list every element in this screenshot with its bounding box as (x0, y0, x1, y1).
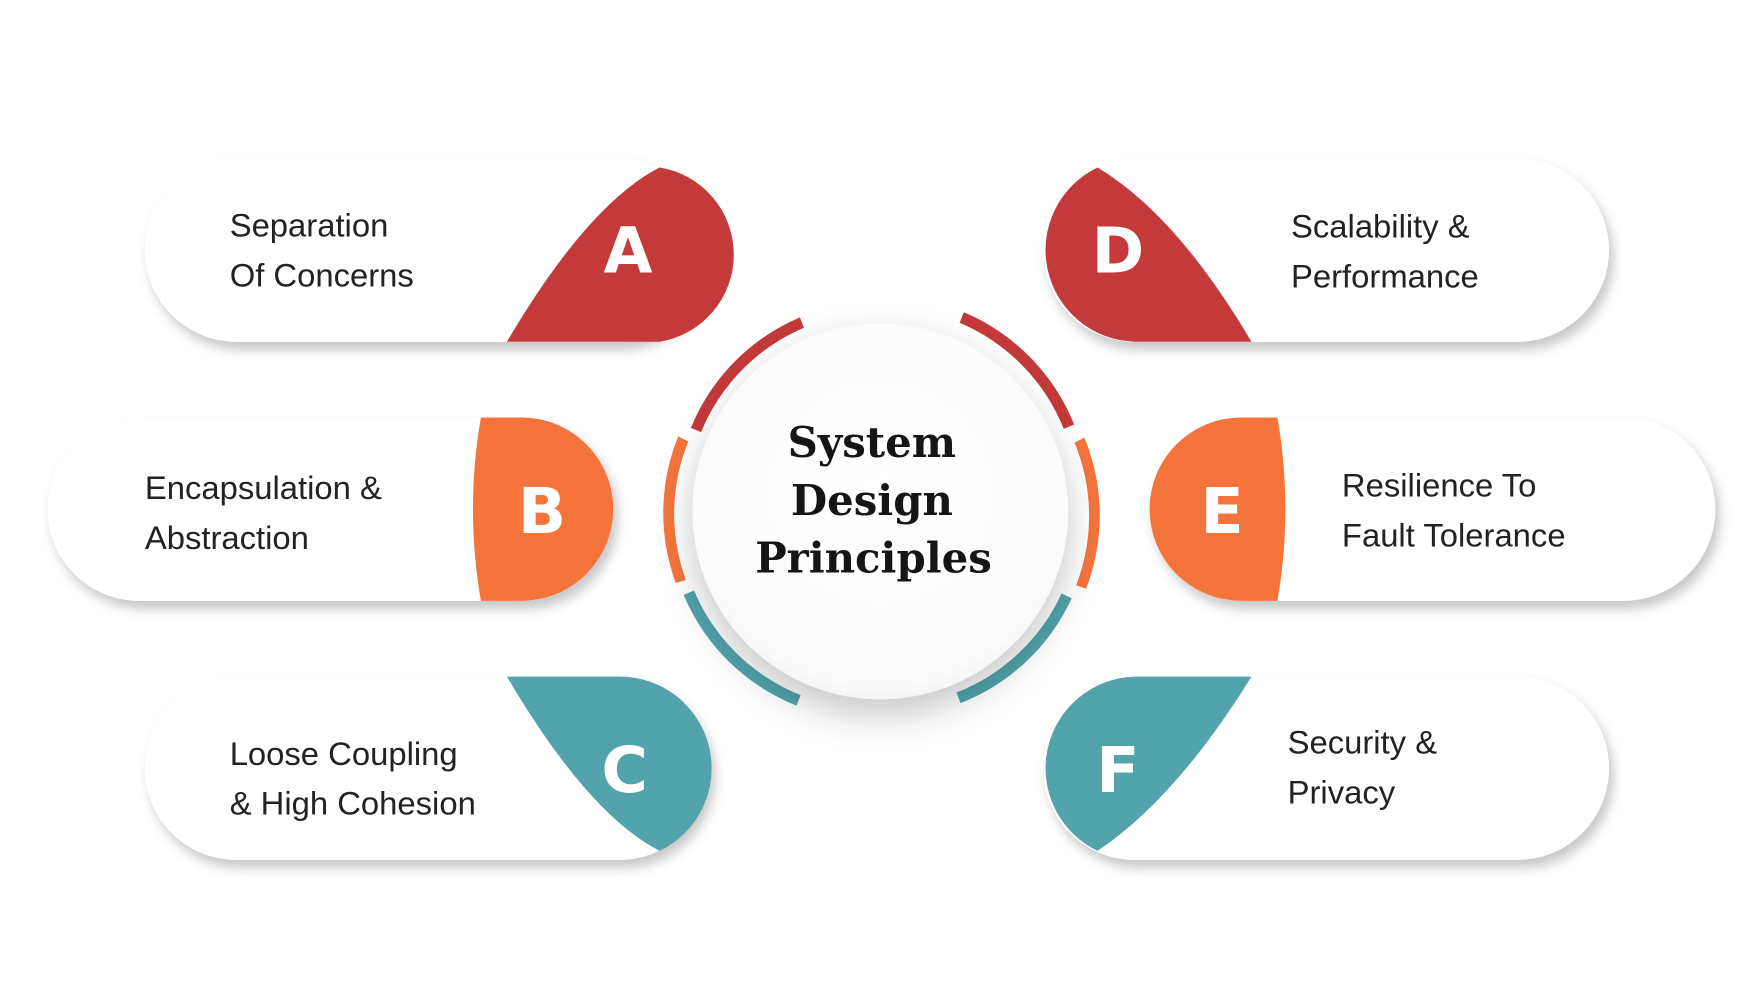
card-accent (506, 167, 734, 342)
card-letter: A (603, 214, 652, 288)
card-label-line-2: Abstraction (145, 519, 309, 556)
card-letter: F (1096, 733, 1139, 807)
card-label: Loose Coupling & High Cohesion (230, 735, 476, 822)
card-loose-coupling-high-cohesion: C Loose Coupling & High Cohesion (144, 676, 712, 860)
card-label: Resilience To Fault Tolerance (1342, 467, 1566, 554)
center-title-line-3: Principles (755, 534, 992, 583)
card-scalability-performance: D Scalability & Performance (1043, 158, 1609, 342)
card-separation-of-concerns: A Separation Of Concerns (144, 158, 734, 342)
card-label: Scalability & Performance (1291, 208, 1479, 295)
ring-segment-orange-right (1074, 437, 1100, 589)
center-title-line-2: Design (791, 476, 953, 525)
center-ring (663, 312, 1100, 706)
card-label-line-1: Scalability & (1291, 208, 1470, 245)
card-label-line-2: Privacy (1288, 773, 1396, 810)
card-label-line-1: Resilience To (1342, 467, 1536, 504)
card-accent (472, 417, 614, 601)
ring-segment-teal-right (956, 593, 1072, 704)
ring-segment-red-left (690, 317, 804, 433)
card-encapsulation-abstraction: B Encapsulation & Abstraction (47, 417, 614, 601)
ring-segment-orange-left (663, 436, 689, 584)
card-letter: D (1092, 214, 1145, 288)
card-background (1149, 417, 1716, 601)
center-title: System Design Principles (755, 418, 992, 582)
center-circle (692, 323, 1069, 700)
card-resilience-fault-tolerance: E Resilience To Fault Tolerance (1149, 417, 1716, 601)
card-background (47, 417, 614, 601)
ring-segment-red-right (959, 312, 1075, 429)
ring-segment-teal-left (683, 590, 801, 706)
card-letter: C (601, 733, 648, 807)
card-label-line-2: & High Cohesion (230, 785, 476, 822)
card-letter: E (1200, 474, 1243, 548)
card-label-line-1: Security & (1288, 724, 1438, 761)
center-title-line-1: System (788, 418, 956, 467)
card-label-line-1: Loose Coupling (230, 735, 458, 772)
card-accent (1045, 676, 1252, 851)
card-accent (1149, 417, 1286, 601)
card-label: Encapsulation & Abstraction (145, 469, 391, 556)
card-label-line-2: Performance (1291, 257, 1479, 294)
card-label-line-1: Encapsulation & (145, 469, 382, 506)
card-accent (1045, 167, 1252, 342)
card-label: Separation Of Concerns (230, 206, 414, 293)
card-accent (506, 676, 712, 851)
card-label-line-1: Separation (230, 206, 389, 243)
card-security-privacy: F Security & Privacy (1043, 676, 1609, 860)
card-label: Security & Privacy (1288, 724, 1447, 811)
card-label-line-2: Fault Tolerance (1342, 517, 1566, 554)
card-label-line-2: Of Concerns (230, 256, 414, 293)
card-letter: B (518, 474, 566, 548)
